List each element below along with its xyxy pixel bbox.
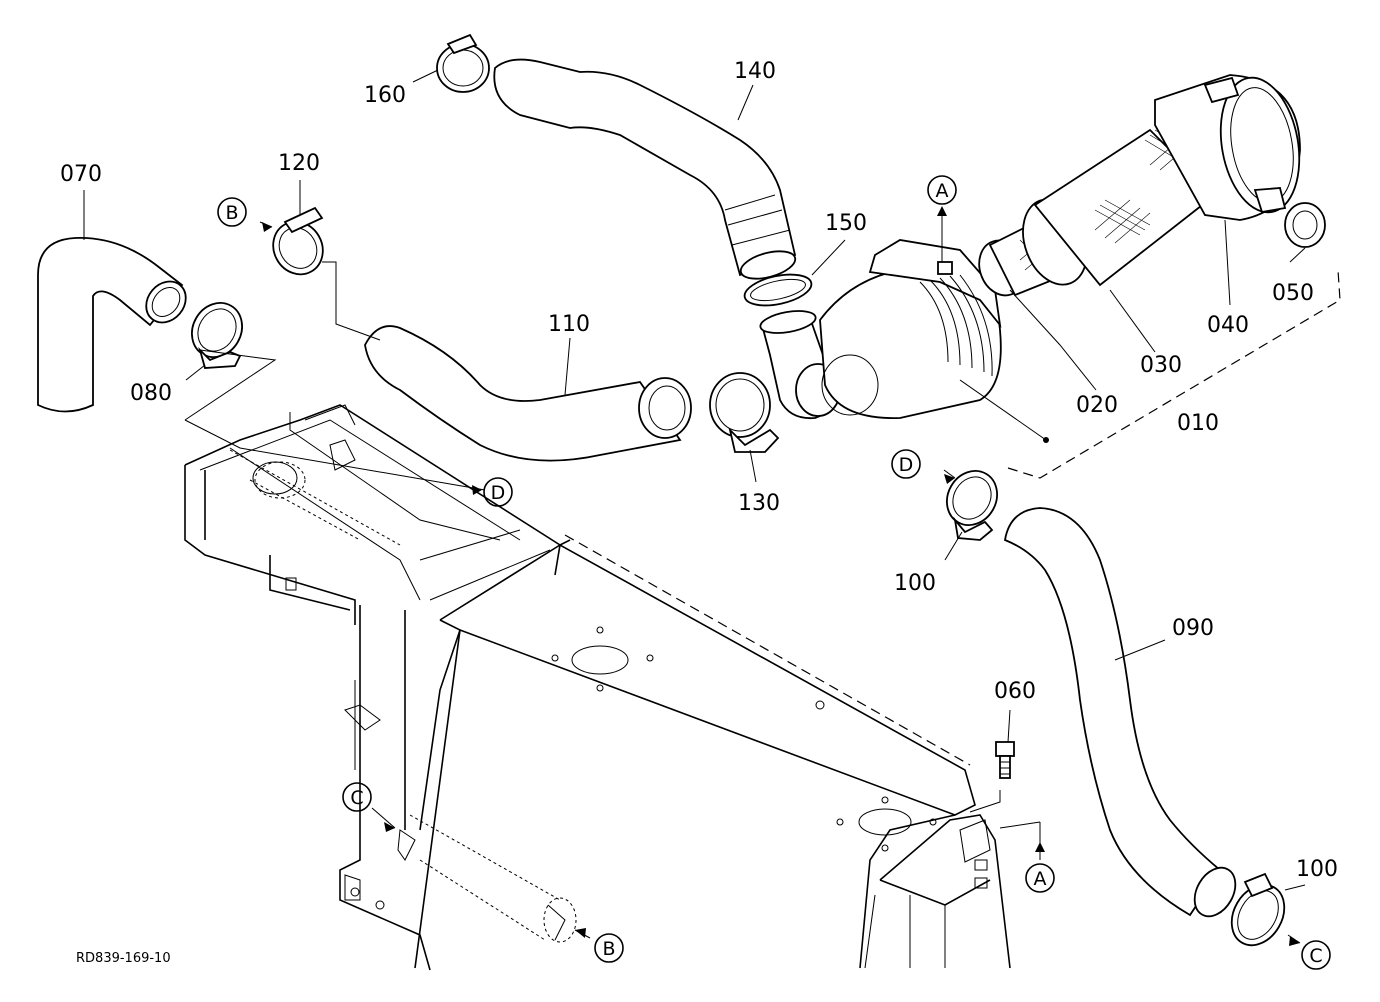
element-030 — [1022, 128, 1217, 287]
svg-text:B: B — [225, 202, 238, 224]
part-labels: 070 080 120 110 130 140 160 150 020 030 … — [60, 59, 1338, 882]
label-150: 150 — [825, 211, 867, 236]
hose-090 — [1003, 507, 1237, 918]
label-160: 160 — [364, 83, 406, 108]
label-010: 010 — [1177, 411, 1219, 436]
label-090: 090 — [1172, 616, 1214, 641]
ref-marker-c-left: C — [342, 782, 372, 812]
label-100-upper: 100 — [894, 571, 936, 596]
clamp-100-upper — [946, 470, 998, 541]
svg-text:C: C — [1309, 945, 1322, 967]
label-130: 130 — [738, 491, 780, 516]
hose-070 — [37, 237, 187, 413]
label-100-lower: 100 — [1296, 857, 1338, 882]
ref-marker-d-right: D — [891, 449, 921, 479]
clamp-120 — [272, 206, 324, 276]
clamp-130 — [709, 372, 780, 453]
leader-lines — [83, 69, 1341, 944]
ref-marker-a-bottom: A — [1025, 863, 1055, 893]
label-040: 040 — [1207, 313, 1249, 338]
label-110: 110 — [548, 312, 590, 337]
clamp-100-lower — [1230, 872, 1286, 947]
clamp-080 — [191, 302, 243, 369]
ref-marker-b-bottom: B — [594, 933, 624, 963]
arrowheads — [262, 206, 1300, 946]
ref-marker-d-left: D — [483, 477, 513, 507]
svg-text:B: B — [602, 938, 615, 960]
label-060: 060 — [994, 679, 1036, 704]
ref-marker-b-top: B — [217, 197, 247, 227]
cover-040 — [1154, 74, 1301, 221]
svg-text:A: A — [1034, 868, 1047, 890]
svg-text:D: D — [491, 482, 506, 504]
bolt-060 — [995, 741, 1015, 779]
label-030: 030 — [1140, 353, 1182, 378]
hose-140 — [493, 58, 797, 280]
svg-text:C: C — [350, 787, 363, 809]
clamp-150 — [743, 273, 813, 307]
ref-marker-c-right: C — [1301, 940, 1331, 970]
label-140: 140 — [734, 59, 776, 84]
label-070: 070 — [60, 162, 102, 187]
label-020: 020 — [1076, 393, 1118, 418]
reference-markers: A A B B C C D D — [217, 175, 1331, 970]
hose-110 — [364, 325, 692, 462]
air-cleaner-body — [759, 239, 1002, 420]
label-050: 050 — [1272, 281, 1314, 306]
diagram-code: RD839-169-10 — [76, 951, 171, 966]
support-frame — [184, 404, 1041, 971]
label-080: 080 — [130, 381, 172, 406]
valve-050 — [1284, 202, 1326, 248]
svg-text:A: A — [936, 180, 949, 202]
ref-marker-a-top: A — [927, 175, 957, 205]
clamp-160 — [436, 33, 490, 93]
label-120: 120 — [278, 151, 320, 176]
svg-text:D: D — [899, 454, 914, 476]
